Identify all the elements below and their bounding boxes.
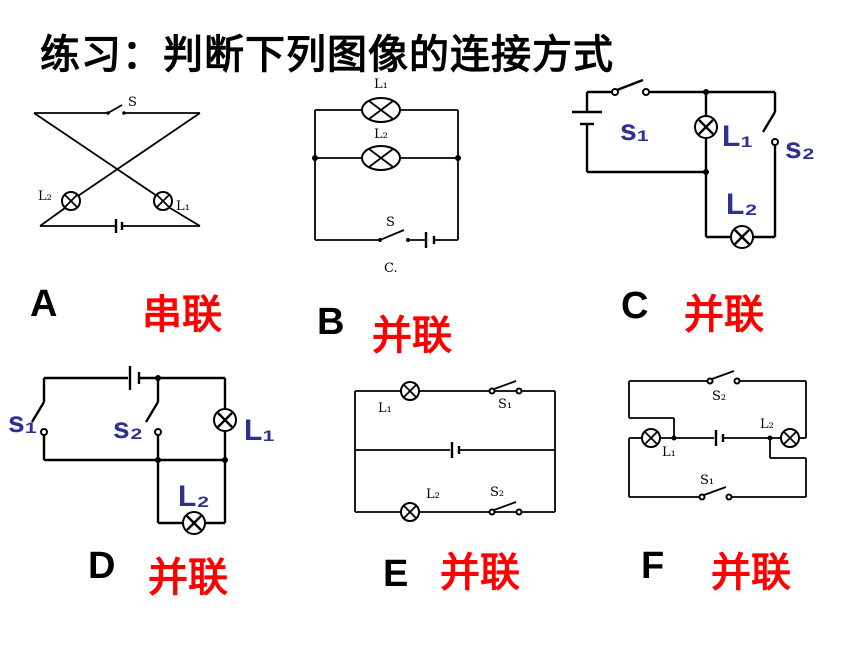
label-c: C.: [384, 261, 398, 276]
lamp-icon: [780, 428, 800, 448]
label-s2: s₂: [785, 132, 815, 165]
label-s2: S₂: [712, 389, 726, 404]
label-l2: L₂: [374, 127, 388, 142]
label-l1: L₁: [662, 445, 676, 460]
lamp-icon: [730, 225, 754, 249]
answer-e: 并联: [440, 550, 520, 596]
lamp-icon: [641, 428, 661, 448]
circuit-a: S L₂ L₁: [33, 95, 201, 233]
switch-s2-blade: [761, 111, 777, 133]
answer-c: 并联: [684, 292, 764, 338]
lamp-icon: [182, 511, 206, 535]
lamp-icon: [361, 97, 401, 123]
diagram-letter-a: A: [30, 283, 58, 325]
diagram-letter-b: B: [317, 301, 345, 343]
switch-s2-blade: [493, 501, 517, 511]
circuit-f: S₂ L₁ L₂ S₁: [628, 370, 807, 501]
switch-s-blade: [107, 104, 123, 114]
label-l2: L₂: [38, 189, 52, 204]
label-s: S: [128, 95, 137, 110]
lamp-icon: [153, 191, 173, 211]
switch-s1-blade: [703, 486, 727, 496]
switch-s2-blade: [711, 370, 735, 380]
label-l1: L₁: [244, 414, 275, 447]
switch-s1-blade: [30, 401, 46, 423]
circuit-e: L₁ S₁ L₂ S₂: [354, 380, 556, 522]
label-s2: s₂: [113, 412, 143, 445]
label-s1: s₁: [8, 406, 37, 439]
label-s: S: [386, 215, 395, 230]
answer-f: 并联: [711, 550, 791, 596]
label-l1: L₁: [176, 199, 190, 214]
label-l2: L₂: [426, 487, 440, 502]
diagram-letter-e: E: [383, 553, 409, 595]
lamp-icon: [61, 191, 81, 211]
label-s1: S₁: [498, 397, 512, 412]
label-s2: S₂: [490, 485, 504, 500]
switch-s1-blade: [616, 78, 644, 92]
label-l1: L₁: [374, 77, 388, 92]
switch-s1-blade: [493, 380, 517, 390]
lamp-icon: [400, 381, 420, 401]
lamp-icon: [400, 502, 420, 522]
label-s1: S₁: [700, 473, 714, 488]
answer-d: 并联: [148, 555, 228, 601]
label-l2: L₂: [178, 480, 210, 513]
switch-s2-blade: [144, 401, 160, 423]
lamp-icon: [361, 145, 401, 171]
label-l2: L₂: [760, 417, 774, 432]
lamp-icon: [694, 115, 718, 139]
answer-a: 串联: [142, 292, 222, 338]
label-l1: L₁: [378, 401, 392, 416]
label-l1: L₁: [722, 120, 753, 153]
circuit-b: L₁ L₂ S C.: [312, 77, 461, 276]
switch-s-blade: [379, 229, 405, 241]
diagram-letter-f: F: [641, 545, 665, 587]
lamp-icon: [213, 408, 237, 432]
circuit-c: s₁ L₁ s₂ L₂: [572, 78, 815, 249]
diagram-letter-c: C: [621, 285, 649, 327]
page-title: 练习：判断下列图像的连接方式: [40, 32, 614, 78]
circuit-d: s₁ s₂ L₁ L₂: [8, 366, 275, 535]
label-l2: L₂: [726, 188, 758, 221]
diagram-letter-d: D: [88, 545, 116, 587]
label-s1: s₁: [620, 114, 649, 147]
answer-b: 并联: [372, 313, 452, 359]
